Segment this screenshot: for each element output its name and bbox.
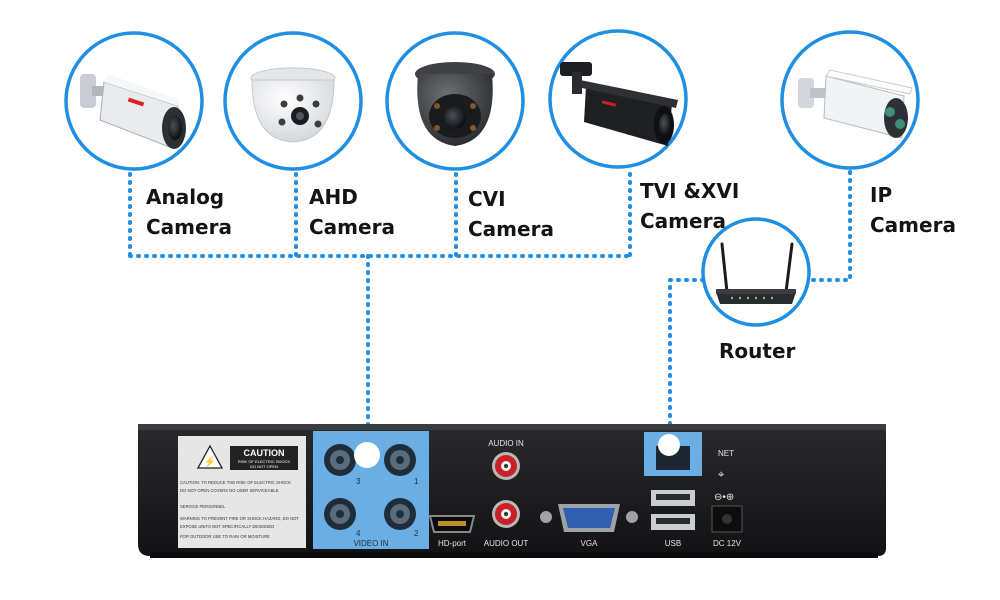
- camera-word: Camera: [870, 213, 956, 237]
- hd-port: HD-port: [428, 515, 476, 548]
- caution-sub2: DO NOT OPEN: [250, 464, 278, 469]
- camera-type: TVI &XVI: [640, 179, 740, 203]
- vga-label: VGA: [581, 539, 599, 548]
- ip-camera-icon: [798, 69, 913, 139]
- net-label: NET: [718, 449, 734, 458]
- camera-word: Camera: [309, 215, 395, 239]
- bnc-number: 2: [414, 529, 419, 538]
- line-ip: [808, 170, 852, 282]
- router-icon: [716, 242, 796, 304]
- tvi-camera-icon: [560, 62, 678, 146]
- caution-text2: DO NOT OPEN COVERS NO USER SERVICEABLE: [180, 488, 279, 493]
- video-in-panel: 3 1 4 2 VIDEO IN: [313, 431, 429, 549]
- caution-label: ⚡ CAUTION RISK OF ELECTRIC SHOCK DO NOT …: [178, 436, 306, 548]
- router-label-text: Router: [719, 339, 796, 363]
- video-in-label: VIDEO IN: [353, 539, 388, 548]
- dvr-unit: ⚡ CAUTION RISK OF ELECTRIC SHOCK DO NOT …: [138, 424, 886, 558]
- cvi-camera: [385, 31, 525, 171]
- camera-type: IP: [870, 183, 893, 207]
- camera-word: Camera: [468, 217, 554, 241]
- audio-out-label: AUDIO OUT: [484, 539, 529, 548]
- dc-label: DC 12V: [713, 539, 742, 548]
- camera-label-cvi: CVI Camera: [468, 184, 554, 244]
- hd-port-label: HD-port: [438, 539, 467, 548]
- router: [701, 217, 811, 327]
- vga-port: VGA: [540, 504, 638, 548]
- analog-camera: [64, 31, 204, 171]
- caution-title: CAUTION: [244, 448, 285, 458]
- caution-text3: SERVICE PERSONNEL: [180, 504, 226, 509]
- svg-text:⚡: ⚡: [204, 455, 216, 468]
- ahd-camera: [223, 31, 363, 171]
- ahd-camera-icon: [250, 67, 336, 143]
- camera-word: Camera: [640, 209, 726, 233]
- caution-text4: WARNING TO PREVENT FIRE OR SHOCK HAZARD,…: [180, 516, 299, 521]
- net-usb-panel: USB: [644, 432, 702, 548]
- camera-type: AHD: [309, 185, 358, 209]
- camera-label-analog: Analog Camera: [146, 182, 232, 242]
- ip-camera: [780, 30, 920, 170]
- analog-camera-icon: [80, 74, 186, 149]
- caution-text5: EXPOSE UNITS NOT SPECIFICALLY DESIGNED: [180, 524, 274, 529]
- router-label: Router: [719, 336, 795, 366]
- caution-text6: FOR OUTDOOR USE TO RAIN OR MOISTURE: [180, 534, 270, 539]
- line-router-to-net: [668, 278, 705, 442]
- camera-type: CVI: [468, 187, 506, 211]
- bnc-connector: [324, 444, 416, 530]
- camera-word: Camera: [146, 215, 232, 239]
- bnc-number: 1: [414, 477, 419, 486]
- bnc-number: 4: [356, 529, 361, 538]
- tvi-camera: [548, 29, 688, 169]
- dc-jack: [711, 505, 743, 533]
- connection-lines: [128, 170, 852, 442]
- video-in-connection-dot: [354, 442, 380, 468]
- usb-label: USB: [665, 539, 681, 548]
- camera-label-ahd: AHD Camera: [309, 182, 395, 242]
- camera-label-tvi: TVI &XVI Camera: [640, 176, 739, 236]
- antenna-symbol: ⌖: [718, 469, 724, 481]
- caution-sub1: RISK OF ELECTRIC SHOCK: [238, 459, 291, 464]
- audio-ports: AUDIO IN AUDIO OUT: [484, 439, 529, 548]
- camera-label-ip: IP Camera: [870, 180, 956, 240]
- audio-in-label: AUDIO IN: [488, 439, 524, 448]
- dc-polarity-symbol: ⊖•⊕: [714, 492, 734, 503]
- caution-text1: CAUTION: TO REDUCE THE RISK OF ELECTRIC …: [180, 480, 291, 485]
- net-connection-dot: [658, 434, 680, 456]
- bnc-number: 3: [356, 477, 361, 486]
- cvi-camera-icon: [415, 62, 495, 146]
- camera-type: Analog: [146, 185, 225, 209]
